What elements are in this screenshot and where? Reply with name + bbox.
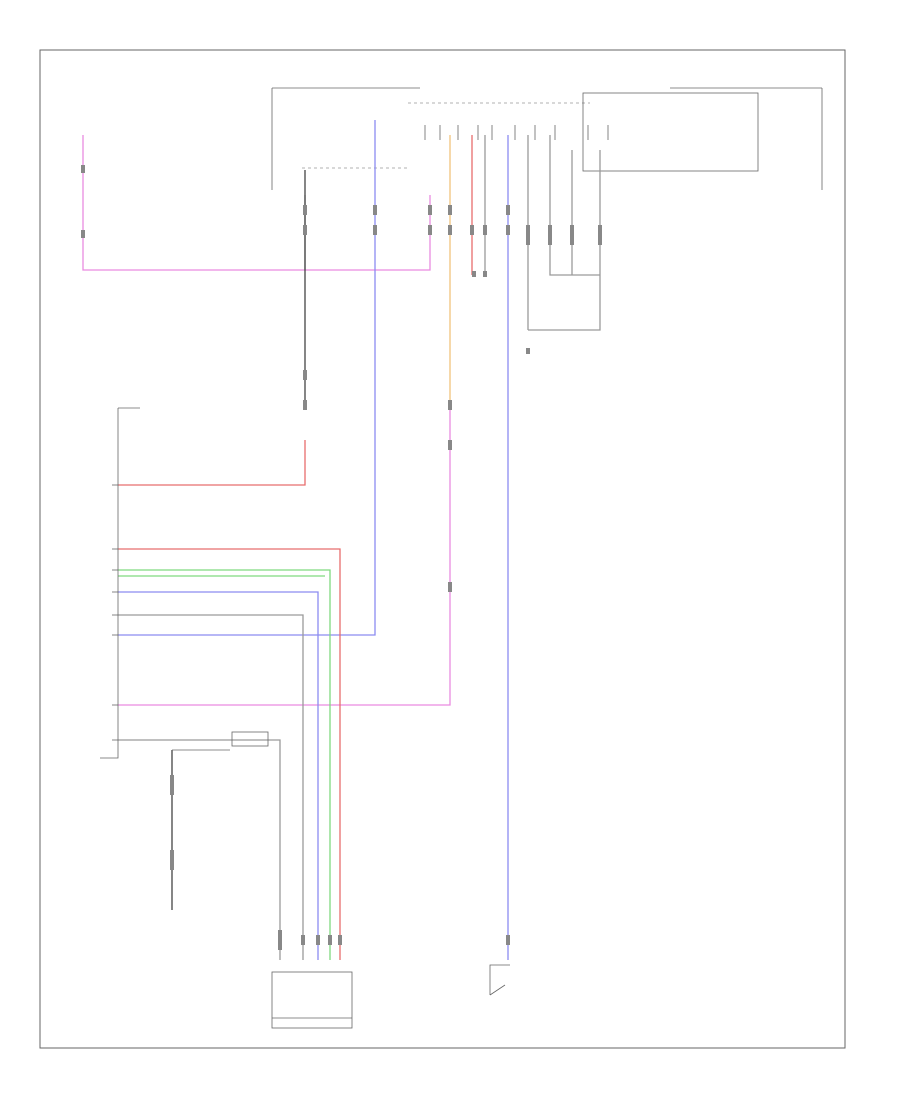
left-component-wires (118, 440, 341, 960)
ground-spur (171, 731, 269, 910)
left-control-module (100, 407, 140, 759)
bottom-connector (271, 971, 353, 1029)
left-component-pins (112, 484, 118, 741)
connector-marks (81, 165, 602, 950)
top-vertical-wires (118, 120, 601, 960)
diagram-frame (39, 49, 846, 1049)
lower-right-component (489, 964, 510, 996)
top-pin-ticks (424, 125, 609, 140)
pink-bus-top (82, 135, 431, 271)
top-junction-block (271, 87, 823, 190)
